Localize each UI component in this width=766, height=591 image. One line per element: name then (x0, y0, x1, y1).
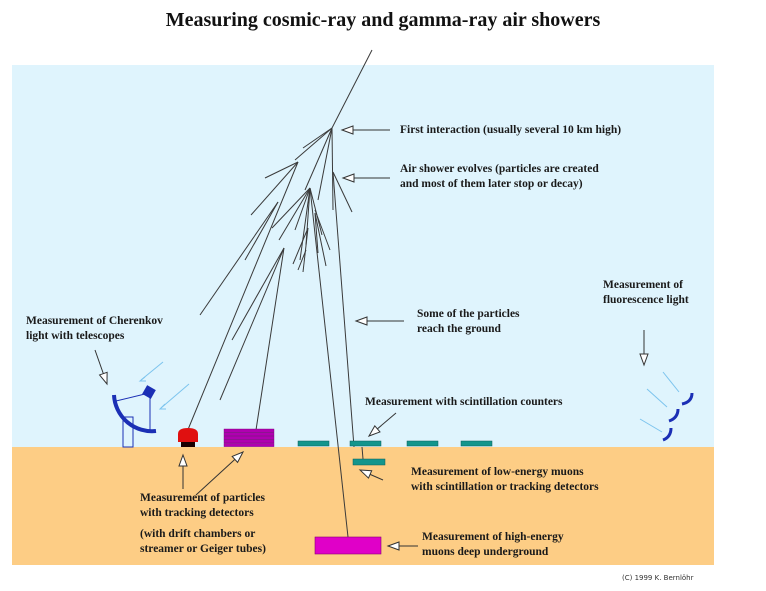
particle-track (255, 247, 285, 431)
scintillation-counter (406, 440, 439, 447)
particle-track (314, 212, 319, 254)
particle-track (309, 187, 349, 538)
underground-scintillator (352, 458, 386, 466)
pointer-arrowhead (386, 541, 400, 551)
sky-region (12, 65, 714, 447)
telescope-mirror (112, 394, 157, 434)
pointer-arrowhead (340, 125, 354, 135)
particle-track (278, 187, 311, 241)
pointer-arrowhead (231, 451, 245, 464)
deep-muon-detector (314, 536, 382, 555)
label-fluorescence: Measurement of fluorescence light (603, 279, 689, 306)
telescope-camera (142, 385, 156, 399)
tracking-stack-layer (223, 432, 275, 437)
label-reach-ground: Some of the particles reach the ground (417, 308, 522, 335)
particle-track (361, 446, 364, 460)
particle-track (314, 212, 327, 267)
pointer-arrowhead (98, 371, 108, 386)
tracking-detector-stack (223, 428, 275, 447)
particle-track (297, 249, 307, 271)
particle-track (317, 127, 333, 201)
pointer-arrow-line (369, 473, 384, 481)
pointer-arrow-line (195, 459, 236, 496)
particle-track (219, 247, 285, 401)
fluorescence-mirror (662, 427, 673, 442)
cherenkov-light-arrowhead (138, 376, 146, 382)
pointer-arrow-line (94, 349, 104, 374)
tracking-stack-layer (223, 439, 275, 444)
scintillation-counters (297, 440, 493, 447)
label-low-energy-muons: Measurement of low-energy muons with sci… (411, 466, 599, 493)
pointer-arrowhead (178, 453, 188, 467)
air-shower-tracks (186, 49, 373, 538)
particle-track (332, 171, 353, 213)
pointer-arrowhead (341, 173, 355, 183)
particle-track (331, 127, 334, 211)
telescope-mount (122, 416, 134, 448)
label-shower-evolves: Air shower evolves (particles are create… (400, 163, 602, 190)
cherenkov-light-ray (160, 383, 190, 409)
particle-track (331, 49, 373, 129)
particle-track (292, 227, 309, 265)
pointer-arrowhead (639, 353, 649, 367)
label-cherenkov: Measurement of Cherenkov light with tele… (26, 315, 166, 342)
pointer-arrowhead (358, 469, 373, 479)
particle-track (264, 161, 299, 179)
label-tracking-note: (with drift chambers or streamer or Geig… (140, 528, 266, 555)
particle-track (302, 127, 333, 149)
tracking-stack-layer (223, 436, 275, 440)
label-tracking: Measurement of particles with tracking d… (140, 492, 268, 519)
fluorescence-mirror (681, 392, 694, 406)
pointer-arrow-line (377, 412, 397, 430)
pointer-arrowhead (354, 316, 368, 326)
particle-track (271, 187, 311, 229)
particle-track (332, 171, 355, 448)
particle-track (304, 127, 333, 191)
cherenkov-light-arrowhead (158, 403, 166, 410)
fluorescence-light-ray (639, 418, 663, 433)
fluorescence-light-ray (646, 388, 668, 408)
tracking-detector-base (181, 440, 195, 447)
particle-track (199, 201, 279, 316)
copyright-credit: (C) 1999 K. Bernlöhr (622, 574, 694, 582)
particle-track (294, 127, 333, 161)
fluorescence-mirror (668, 408, 680, 423)
label-pointers (94, 125, 649, 551)
pointer-arrowhead (367, 424, 381, 437)
particle-track (186, 161, 299, 433)
cherenkov-telescope (112, 385, 157, 448)
fluorescence-detectors (662, 392, 694, 442)
diagram-title: Measuring cosmic-ray and gamma-ray air s… (165, 9, 601, 31)
particle-track (314, 209, 331, 251)
fluorescence-light-ray (662, 371, 680, 393)
particle-track (244, 201, 279, 261)
tracking-detector-dome (178, 428, 198, 442)
tracking-stack-layer (223, 443, 275, 447)
label-high-energy-muons: Measurement of high-energy muons deep un… (422, 531, 566, 558)
scintillation-counter (297, 440, 330, 447)
label-first-interaction: First interaction (usually several 10 km… (400, 124, 621, 136)
tracking-stack-layer (223, 428, 275, 433)
label-scintillation: Measurement with scintillation counters (365, 396, 563, 408)
particle-track (231, 247, 285, 341)
scintillation-counter (460, 440, 493, 447)
particle-track (299, 187, 311, 261)
particle-track (294, 187, 311, 231)
particle-track (250, 161, 299, 216)
scintillation-counter (349, 440, 382, 447)
tracking-detector (178, 428, 198, 447)
